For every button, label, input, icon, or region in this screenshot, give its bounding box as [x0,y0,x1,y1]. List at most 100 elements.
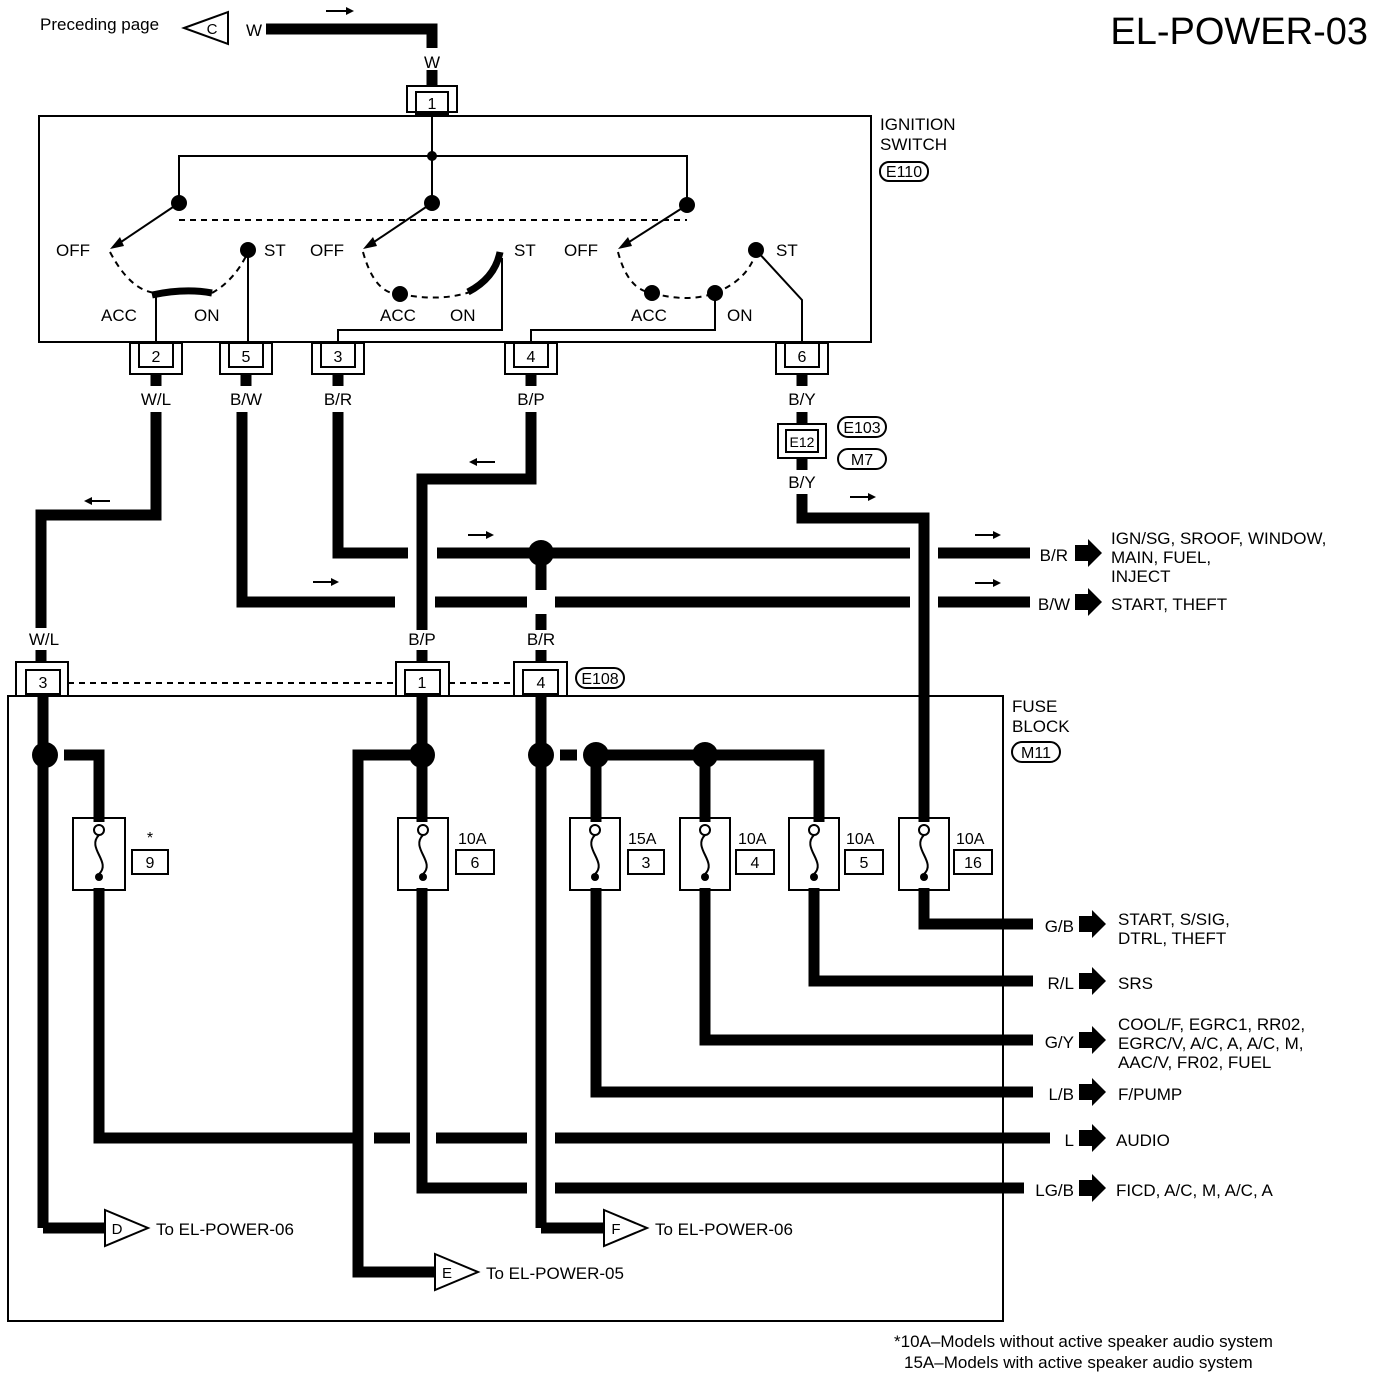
svg-text:*: * [147,830,153,847]
ignition-internal [109,116,803,343]
fuse-5: 10A 5 [788,817,884,891]
ignition-pin-4: 4 [504,342,558,375]
svg-text:B/R: B/R [1040,546,1068,565]
svg-text:L/B: L/B [1048,1085,1074,1104]
svg-text:ACC: ACC [380,306,416,325]
wire-label-by-2: B/Y [788,473,815,492]
wire-label-wl-2: W/L [29,630,59,649]
footnote-1: *10A–Models without active speaker audio… [894,1332,1273,1351]
footnote-2: 15A–Models with active speaker audio sys… [904,1353,1253,1372]
ignition-switch-label-1: IGNITION [880,115,956,134]
svg-text:G/Y: G/Y [1045,1033,1074,1052]
fuse-6: 10A 6 [397,817,495,891]
svg-text:ON: ON [194,306,220,325]
page-title: EL-POWER-03 [1110,11,1368,53]
reference-d[interactable]: D To EL-POWER-06 [104,1208,294,1248]
svg-text:10A: 10A [846,831,875,848]
svg-text:F: F [611,1221,620,1238]
ignition-pin-5: 5 [219,342,273,375]
svg-text:COOL/F, EGRC1, RR02,: COOL/F, EGRC1, RR02, [1118,1015,1305,1034]
output-gy: G/Y COOL/F, EGRC1, RR02, EGRC/V, A/C, A,… [1045,1015,1305,1072]
svg-text:F/PUMP: F/PUMP [1118,1085,1182,1104]
connector-m7: M7 [851,452,873,469]
svg-text:2: 2 [152,349,161,366]
svg-text:SRS: SRS [1118,974,1153,993]
output-lgb: LG/B FICD, A/C, M, A/C, A [1035,1174,1273,1202]
svg-text:ST: ST [264,241,286,260]
svg-text:6: 6 [798,349,807,366]
svg-text:10A: 10A [956,831,985,848]
ignition-switch-box [38,115,872,343]
fuse-block-code: M11 [1021,745,1051,762]
svg-text:R/L: R/L [1048,974,1074,993]
ignition-pin-2: 2 [129,342,183,375]
svg-text:4: 4 [527,349,536,366]
wire-label-br: B/R [324,390,352,409]
svg-text:LG/B: LG/B [1035,1181,1074,1200]
svg-text:1: 1 [428,96,437,113]
svg-text:START, S/SIG,: START, S/SIG, [1118,910,1230,929]
svg-text:10A: 10A [458,831,487,848]
flow-arrows [84,458,1001,587]
svg-text:ST: ST [776,241,798,260]
svg-text:IGN/SG, SROOF, WINDOW,: IGN/SG, SROOF, WINDOW, [1111,529,1326,548]
wire-label-br-2: B/R [527,630,555,649]
connector-e108-badge [575,667,625,689]
svg-text:OFF: OFF [564,241,598,260]
ignition-pin-1: 1 [406,85,458,115]
ignition-position-labels: OFF ST ACC ON OFF ST ACC ON OFF ST ACC O… [56,241,798,325]
output-gb: G/B START, S/SIG, DTRL, THEFT [1045,910,1230,948]
svg-text:ST: ST [514,241,536,260]
svg-text:D: D [112,1221,123,1238]
e108-pin-3: 3 [15,661,69,697]
wire-label-w-top: W [246,21,262,40]
svg-text:To EL-POWER-06: To EL-POWER-06 [655,1220,793,1239]
preceding-page-label[interactable]: Preceding page [40,15,159,34]
svg-text:4: 4 [537,675,546,692]
svg-text:EGRC/V, A/C, A, A/C, M,: EGRC/V, A/C, A, A/C, M, [1118,1034,1304,1053]
ignition-pin-6: 6 [775,342,829,375]
wire-label-bw: B/W [230,390,262,409]
svg-text:4: 4 [751,855,760,872]
connector-e108-code: E108 [581,671,618,688]
svg-text:6: 6 [471,855,480,872]
fuse-16: 10A 16 [898,817,993,891]
svg-text:B/W: B/W [1038,595,1070,614]
connector-e103-badge [837,416,887,438]
wire-w [266,23,438,48]
wire-label-by: B/Y [788,390,815,409]
wire-label-bp: B/P [517,390,544,409]
svg-text:FICD, A/C, M, A/C, A: FICD, A/C, M, A/C, A [1116,1181,1273,1200]
svg-text:L: L [1065,1131,1074,1150]
svg-text:5: 5 [242,349,251,366]
connector-m7-badge [837,448,887,470]
svg-text:INJECT: INJECT [1111,567,1171,586]
svg-text:To EL-POWER-05: To EL-POWER-05 [486,1264,624,1283]
reference-f[interactable]: F To EL-POWER-06 [603,1208,793,1248]
fuse-4: 10A 4 [679,817,775,891]
ignition-switch-code-badge [879,161,929,182]
fuse-block-wires [32,696,1050,1278]
svg-text:AUDIO: AUDIO [1116,1131,1170,1150]
reference-e[interactable]: E To EL-POWER-05 [434,1252,624,1292]
svg-text:3: 3 [39,675,48,692]
ignition-switch-label-2: SWITCH [880,135,947,154]
fuse-9: * 9 [72,817,169,891]
svg-text:1: 1 [418,675,427,692]
output-br: B/R IGN/SG, SROOF, WINDOW, MAIN, FUEL, I… [1040,529,1327,586]
e108-pin-1: 1 [395,661,450,697]
svg-text:DTRL, THEFT: DTRL, THEFT [1118,929,1226,948]
svg-text:3: 3 [642,855,651,872]
output-lb: L/B F/PUMP [1048,1078,1182,1106]
svg-text:E: E [442,1265,452,1282]
fuse-3: 15A 3 [569,817,665,891]
svg-text:ON: ON [727,306,753,325]
svg-text:3: 3 [334,349,343,366]
fuse-block-box [7,695,1004,1322]
arrow-top [326,7,354,15]
svg-text:START, THEFT: START, THEFT [1111,595,1227,614]
svg-text:To EL-POWER-06: To EL-POWER-06 [156,1220,294,1239]
ignition-switch-code: E110 [886,164,922,181]
connector-e103: E103 [843,420,880,437]
